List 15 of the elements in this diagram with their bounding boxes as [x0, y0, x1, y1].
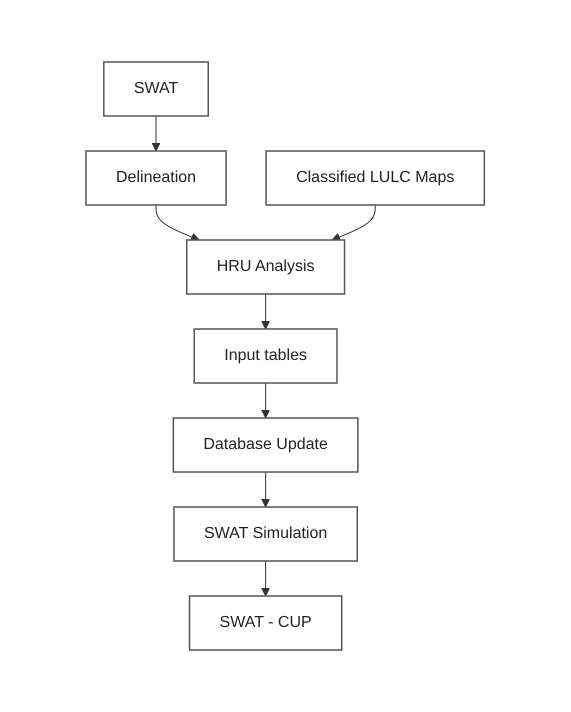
- node-box: Delineation: [86, 150, 228, 206]
- arrow: [152, 116, 161, 152]
- arrow: [332, 204, 376, 242]
- node-box: Classified LULC Maps: [266, 150, 486, 206]
- node-box: Database Update: [172, 417, 359, 473]
- arrow: [262, 472, 270, 508]
- arrow: [262, 560, 270, 596]
- arrow: [262, 382, 270, 418]
- node-box: HRU Analysis: [186, 239, 346, 295]
- node-box: SWAT Simulation: [174, 506, 358, 562]
- node-box: SWAT - CUP: [189, 595, 343, 651]
- arrow: [262, 294, 270, 330]
- arrow: [156, 204, 200, 242]
- node-box: Input tables: [194, 328, 338, 384]
- node-box: SWAT: [103, 61, 210, 117]
